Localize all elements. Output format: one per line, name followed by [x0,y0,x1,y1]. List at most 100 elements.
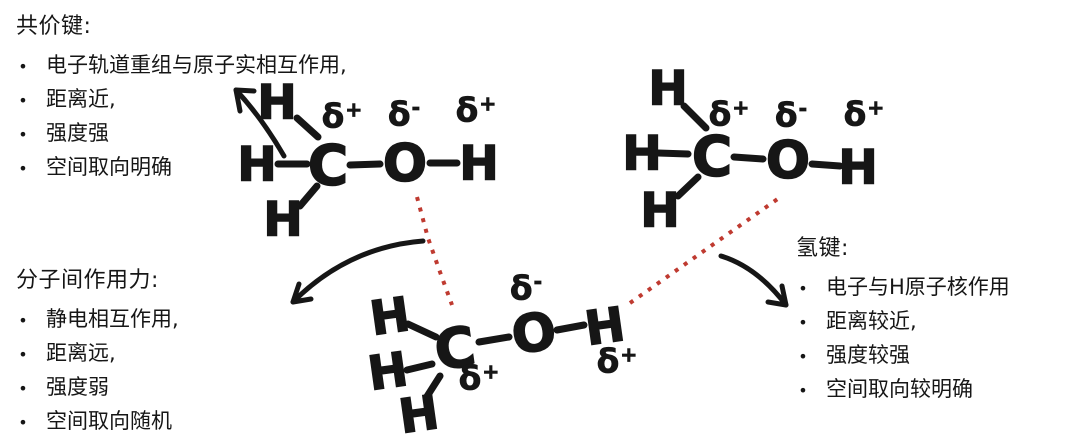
list-item-text: 强度强 [46,121,109,145]
charge-sign: + [732,95,750,120]
atom-hydrogen-hydroxyl: H [459,136,500,192]
list-item-text: 空间取向明确 [46,155,172,179]
covalent-bond-list: • 电子轨道重组与原子实相互作用, • 距离近, • 强度强 •空间取向明确 [16,49,347,185]
hydrogen-bond-list: • 电子与H原子核作用 • 距离较近, • 强度较强 • 空间取向较明确 [796,271,1010,407]
list-item: • 空间取向较明确 [796,373,1010,407]
atom-oxygen: O [765,131,811,191]
bullet-dot: • [18,91,28,110]
hydrogen-bond-title: 氢键: [796,236,849,261]
bond-ch-top [293,114,322,141]
molecule-top-left-bonds [274,114,461,210]
bond-ch-top [404,320,440,341]
bullet-dot: • [798,381,808,400]
delta-symbol: δ [774,95,798,135]
atom-carbon: C [691,124,733,189]
delta-symbol: δ [321,96,345,136]
list-item-text: 距离近, [46,87,116,111]
partial-charge-delta-minus-oxygen: δ- [775,96,808,132]
hydrogen-bond-panel: 氢键: • 电子与H原子核作用 • 距离较近, • 强度较强 • 空间取向较明确 [796,230,1010,407]
bond-ch-bottom [296,182,321,210]
list-item-text: 电子与H原子核作用 [826,275,1010,299]
intermolecular-annotation-arrowhead [290,281,314,305]
list-item: • 距离近, [16,83,347,117]
delta-symbol: δ [455,90,479,130]
partial-charge-delta-plus-carbon: δ+ [708,95,750,131]
list-item-text: 空间取向随机 [46,409,172,433]
charge-sign: + [620,342,638,367]
atom-oxygen: O [507,300,561,367]
charge-sign: - [533,269,543,294]
atom-hydrogen-hydroxyl: H [838,140,879,196]
hydrogen-annotation-arrowhead [765,283,789,308]
partial-charge-delta-plus-hydroxyl: δ+ [455,91,497,127]
molecule-top-right-bonds [654,102,844,200]
molecule-bottom-center-bonds [403,320,588,402]
partial-charge-delta-plus-carbon: δ+ [458,361,500,395]
bullet-dot: • [18,311,28,330]
charge-sign: - [411,95,421,120]
charge-sign: + [479,91,497,116]
partial-charge-delta-plus-carbon: δ+ [321,97,363,133]
bond-ch-bottom [422,372,444,402]
list-item-text: 强度较强 [826,343,910,367]
bullet-dot: • [18,413,28,432]
atom-hydrogen-bottom: H [395,384,443,445]
intermolecular-annotation-arrow [290,238,426,305]
delta-symbol: δ [596,341,620,381]
list-item-text: 距离较近, [826,309,917,333]
bond-oh [553,321,588,334]
covalent-bond-panel: 共价键: • 电子轨道重组与原子实相互作用, • 距离近, • 强度强 •空间取向明确 [16,8,347,185]
list-item: •空间取向明确 [16,151,347,185]
atom-hydrogen-top: H [648,61,689,117]
list-item-text: 强度弱 [46,375,109,399]
list-item-text: 静电相互作用, [46,307,179,331]
bond-co [475,333,513,346]
list-item-text: 电子轨道重组与原子实相互作用, [46,53,347,77]
intermolecular-force-title: 分子间作用力: [16,268,159,293]
bond-ch-left [403,360,436,374]
partial-charge-delta-minus-oxygen: δ- [510,269,543,305]
list-item: • 强度弱 [16,371,179,405]
bullet-dot: • [18,379,28,398]
bullet-dot: • [798,279,808,298]
charge-sign: + [345,97,363,122]
hydrogen-bond-dotted-line-left [415,196,454,306]
intermolecular-force-list: • 静电相互作用, • 距离远, • 强度弱 • 空间取向随机 [16,303,179,439]
list-item: • 强度较强 [796,339,1010,373]
delta-symbol: δ [708,94,732,134]
delta-symbol: δ [387,94,411,134]
list-item: • 电子与H原子核作用 [796,271,1010,305]
bullet-dot: • [18,57,28,76]
atom-oxygen: O [382,134,428,194]
atom-hydrogen-top: H [366,286,414,347]
list-item: • 强度强 [16,117,347,151]
bond-ch-bottom [674,173,702,200]
list-item: • 距离远, [16,337,179,371]
delta-symbol: δ [843,94,867,134]
intermolecular-force-panel: 分子间作用力: • 静电相互作用, • 距离远, • 强度弱 • 空间取向随机 [16,262,179,439]
list-item: • 静电相互作用, [16,303,179,337]
list-item: • 空间取向随机 [16,405,179,439]
bullet-dot: • [18,125,28,144]
bond-ch-left [654,149,692,158]
hydrogen-bond-dotted-line-right [628,196,781,305]
atom-hydrogen-bottom: H [640,183,681,239]
hydrogen-annotation-arrow [718,253,789,308]
bullet-dot: • [798,347,808,366]
bond-oh [808,160,844,170]
list-item-text: 距离远, [46,341,116,365]
atom-hydrogen-left: H [622,126,663,182]
delta-symbol: δ [509,268,533,308]
list-item-text: 空间取向较明确 [826,377,973,401]
delta-symbol: δ [458,358,482,398]
bond-co [346,160,384,169]
bond-co [730,153,767,163]
covalent-bond-title: 共价键: [16,14,92,39]
charge-sign: - [798,96,808,121]
atom-hydrogen-top: H [257,75,298,131]
bullet-dot: • [18,345,28,364]
covalent-annotation-arrowhead [233,87,257,114]
partial-charge-delta-minus-oxygen: δ- [388,95,421,131]
